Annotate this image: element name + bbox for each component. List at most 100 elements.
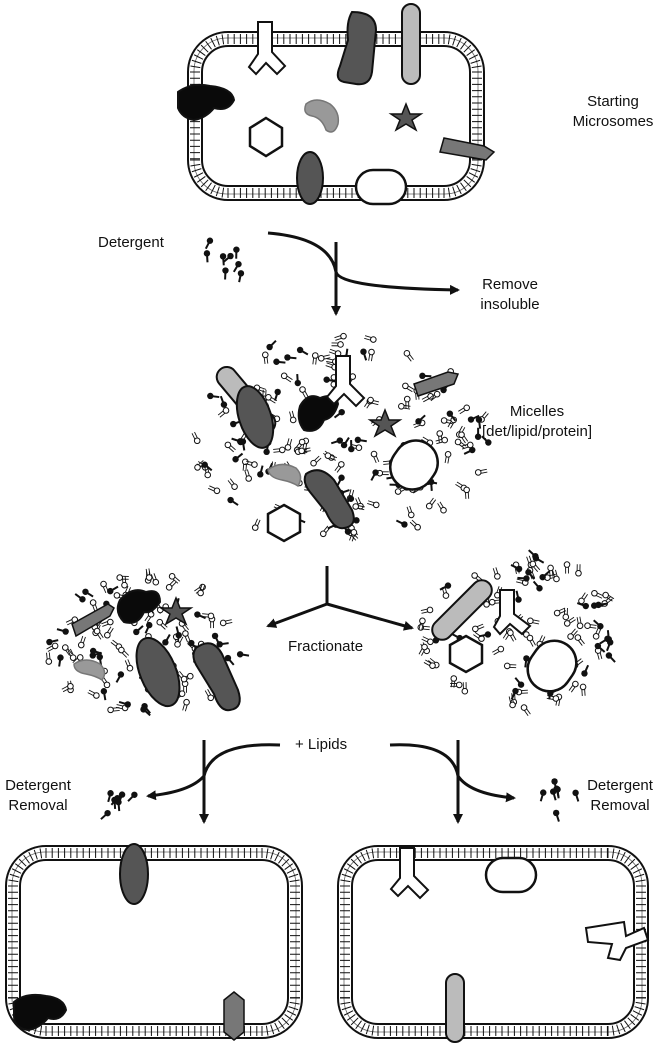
lipid-molecule-icon (450, 681, 463, 689)
lipid-molecule-icon (567, 628, 578, 640)
lipid-molecule-icon (349, 529, 358, 542)
lipid-molecule-icon (418, 643, 428, 656)
detergent-molecule-icon (227, 496, 239, 506)
detergent-molecule-icon (231, 437, 244, 445)
lipid-molecule-icon (364, 396, 374, 409)
detergent-molecule-icon (395, 519, 408, 528)
lipid-molecule-icon (244, 469, 252, 482)
detergent-molecule-icon (532, 580, 543, 592)
lipid-molecule-icon (492, 645, 505, 656)
lipid-molecule-icon (227, 478, 238, 490)
lipid-molecule-icon (116, 574, 129, 581)
detergent-molecule-icon (175, 626, 182, 639)
lipid-molecule-icon (310, 455, 322, 467)
detergent-molecule-icon (419, 372, 432, 380)
oval-protein-icon (296, 151, 324, 205)
lipid-molecule-icon (568, 680, 579, 693)
lipid-molecule-icon (562, 607, 570, 621)
lipid-molecule-icon (520, 704, 531, 716)
lipid-molecule-icon (461, 682, 469, 695)
lipid-molecule-icon (418, 617, 426, 631)
fractionate-label: Fractionate (288, 638, 364, 655)
detergent-molecule-icon (593, 619, 604, 630)
process-arrows (146, 231, 516, 824)
lipid-molecule-icon (46, 642, 59, 652)
lipid-molecule-icon (423, 659, 436, 669)
detergent-molecule-icon (224, 654, 235, 666)
lipid-molecule-icon (576, 616, 584, 630)
detergent-molecule-icon (162, 634, 171, 646)
detergent-molecule-icon (515, 590, 522, 603)
detergent-molecule-icon (233, 246, 240, 259)
lipid-molecule-icon (574, 634, 585, 646)
detergent-molecule-icon (219, 395, 228, 408)
lipid-molecule-icon (168, 573, 181, 584)
lipid-molecule-icon (368, 348, 375, 362)
lipid-molecule-icon (317, 354, 331, 362)
lipid-molecule-icon (370, 450, 380, 464)
detergent-molecule-icon (144, 621, 153, 634)
detergent-molecule-icon (57, 654, 64, 667)
detergent-molecule-icon (439, 582, 452, 591)
lipid-molecule-icon (67, 648, 77, 661)
lipid-molecule-icon (503, 662, 517, 670)
lipid-molecule-icon (546, 695, 560, 702)
lipid-molecule-icon (444, 451, 452, 464)
detergent-molecule-icon (463, 446, 476, 455)
lipid-molecule-icon (87, 689, 100, 699)
lipid-molecule-icon (251, 518, 261, 531)
lipid-molecule-icon (118, 646, 130, 658)
lipid-molecule-icon (242, 458, 249, 471)
micelles-label: Micelles[det/lipid/protein] (481, 403, 593, 440)
detergent-molecule-icon (207, 392, 220, 400)
detergent-molecule-icon (222, 267, 229, 280)
lipid-molecule-icon (204, 689, 215, 702)
lipid-molecule-icon (435, 436, 448, 445)
lipid-molecule-icon (437, 501, 447, 514)
lipid-molecule-icon (201, 612, 215, 620)
lipid-molecule-icon (77, 635, 86, 649)
lipid-molecule-icon (334, 461, 345, 473)
lipid-molecule-icon (352, 503, 365, 511)
lipid-molecule-icon (174, 635, 184, 648)
lipid-molecule-icon (150, 573, 160, 586)
lipid-molecule-icon (458, 431, 469, 444)
detergent-molecule-icon (475, 416, 483, 429)
detergent-molecule-icon (525, 569, 536, 580)
detergent-molecule-icon (330, 437, 344, 445)
detergent-molecule-icon (115, 798, 122, 812)
detergent-molecule-icon (481, 435, 492, 446)
detergent-molecule-icon (539, 789, 547, 802)
detergent-molecule-icon (46, 638, 59, 646)
detergent-molecule-icon (514, 677, 525, 688)
lipid-molecule-icon (280, 372, 293, 383)
lipid-molecule-icon (319, 525, 331, 538)
lipid-molecule-icon (93, 627, 104, 640)
detergent-molecule-icon (100, 809, 111, 820)
detergent-molecule-icon (467, 414, 480, 423)
detergent-molecule-icon (89, 647, 103, 655)
detergent-molecule-icon (274, 388, 281, 401)
lipid-molecule-icon (110, 639, 123, 650)
lipid-molecule-icon (436, 430, 444, 443)
detergent-molecule-icon (360, 348, 368, 361)
detergent-molecule-icon (273, 358, 286, 365)
lipid-molecule-icon (458, 404, 471, 415)
detergent-molecule-icon (133, 625, 144, 636)
detergent-molecule-icon (201, 461, 213, 472)
lipid-molecule-icon (107, 706, 120, 714)
lipid-molecule-icon (265, 393, 278, 404)
detergent-molecule-icon (595, 601, 608, 609)
lipid-molecule-icon (165, 579, 177, 591)
lipid-molecule-icon (364, 335, 377, 343)
detergent-molecule-icon (354, 436, 367, 444)
lipid-molecule-icon (552, 569, 560, 583)
detergent-molecule-icon (605, 652, 616, 663)
lipid-molecule-icon (182, 698, 190, 712)
detergent-molecule-icon (606, 639, 614, 652)
lipid-molecule-icon (584, 622, 597, 630)
detergent-molecule-icon (552, 809, 560, 822)
